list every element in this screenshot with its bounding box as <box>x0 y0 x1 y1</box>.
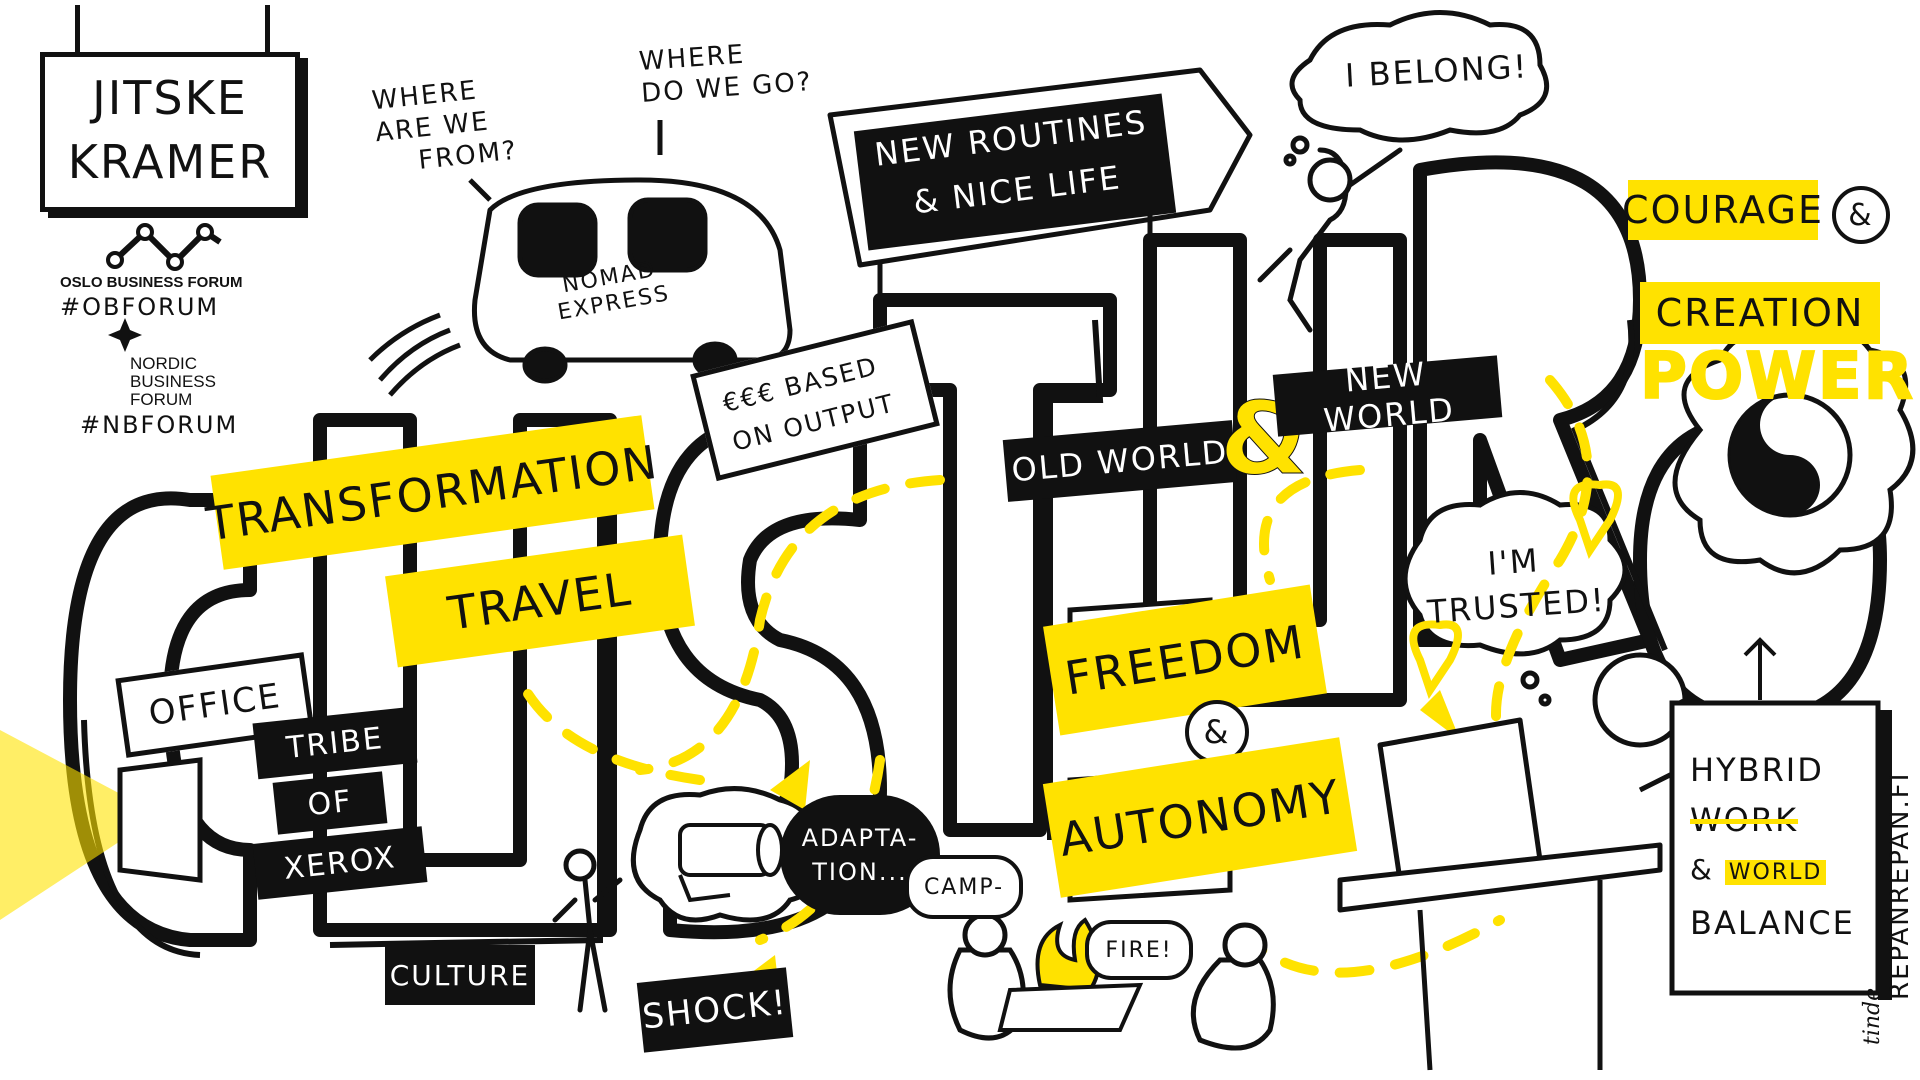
hybrid-panel <box>1669 700 1881 996</box>
tribe-of-xerox: TRIBE OF XEROX <box>252 706 428 900</box>
nordic-hashtag: #NBFORUM <box>80 411 239 439</box>
culture-label: CULTURE <box>385 945 535 1005</box>
tribe-line1: TRIBE <box>252 706 418 780</box>
hybrid-line3: BALANCE <box>1690 904 1855 942</box>
star-diamond-icon <box>108 318 142 352</box>
speaker-name-line2: KRAMER <box>67 135 273 189</box>
courage-ampersand: & <box>1832 186 1890 244</box>
camp-bubble: CAMP- <box>905 855 1023 919</box>
artist-website: REPANREPAN.FI <box>1885 771 1915 1000</box>
toilet-roll-drawing <box>678 823 784 903</box>
courage-line1: COURAGE <box>1622 188 1824 232</box>
creation-label: CREATION <box>1640 282 1880 344</box>
tribe-line3: XEROX <box>252 826 428 900</box>
fire-bubble: FIRE! <box>1085 920 1193 980</box>
heart-icons <box>1409 480 1622 700</box>
speaker-name-line1: JITSKE <box>92 71 248 125</box>
nordic-line1: NORDIC <box>130 354 198 373</box>
oslo-hashtag: #OBFORUM <box>60 293 220 321</box>
thought-trusted: I'M TRUSTED! <box>1417 533 1613 634</box>
question-where-from: WHERE ARE WE FROM? <box>370 71 519 181</box>
adaptation-line2: TION... <box>812 858 908 886</box>
nordic-business-forum-logo: NORDIC BUSINESS FORUM #NBFORUM <box>80 354 280 440</box>
hybrid-line1: HYBRID <box>1690 751 1824 789</box>
network-nodes-icon <box>106 223 222 271</box>
hybrid-amp: & <box>1690 853 1714 886</box>
speaker-sign: JITSKE KRAMER <box>40 5 300 212</box>
hybrid-world: WORLD <box>1724 860 1827 885</box>
nordic-line3: FORUM <box>130 390 193 409</box>
oslo-business-forum-logo: OSLO BUSINESS FORUM #OBFORUM <box>60 222 280 321</box>
hybrid-panel-text: HYBRID WORK & WORLD BALANCE <box>1690 745 1870 948</box>
campfire-drawing <box>997 917 1144 1032</box>
power-label: POWER! <box>1639 339 1920 415</box>
yin-yang-cloud <box>1672 324 1916 576</box>
courage-line2: CREATION <box>1655 291 1865 335</box>
courage-label: COURAGE <box>1622 180 1822 240</box>
question-where-go: WHERE DO WE GO? <box>638 34 814 110</box>
hybrid-line2: WORK <box>1690 801 1799 839</box>
doodle-characters <box>552 147 1403 1051</box>
adaptation-line1: ADAPTA- <box>801 824 919 852</box>
new-world-label: NEW WORLD <box>1272 355 1503 440</box>
tribe-line2: OF <box>272 771 388 835</box>
desk-worker-drawing <box>1337 652 1693 1071</box>
big-letter-u <box>313 413 617 937</box>
megaphone-drawing <box>0 730 203 920</box>
oslo-name: OSLO BUSINESS FORUM <box>60 274 243 291</box>
artist-signature: tinde <box>1860 987 1885 1045</box>
bus-drawing <box>368 120 793 397</box>
hybrid-amp-row: & WORLD <box>1690 845 1870 898</box>
nordic-line2: BUSINESS <box>130 372 216 391</box>
